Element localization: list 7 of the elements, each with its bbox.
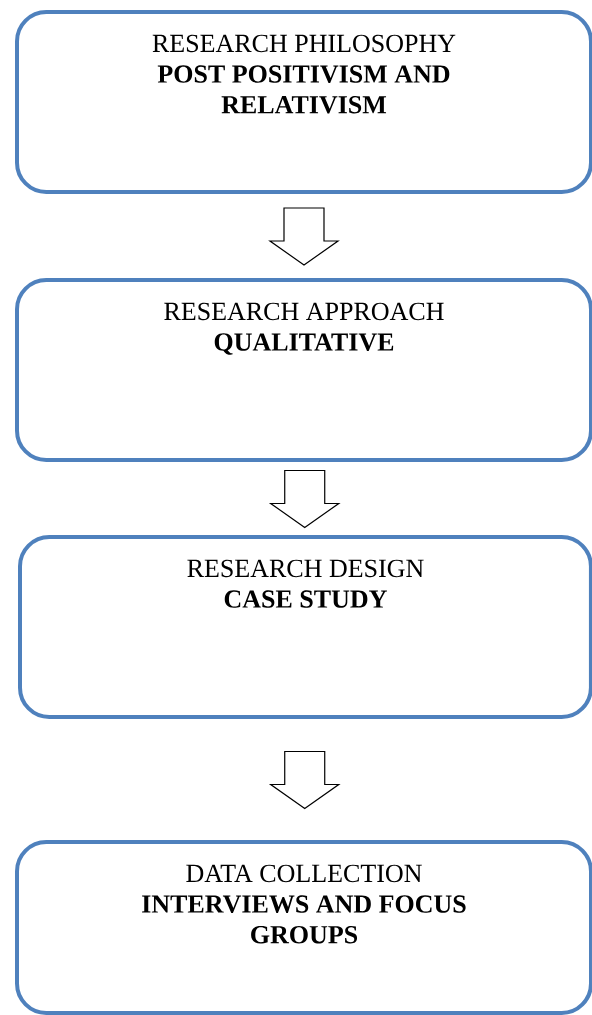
process-box: RESEARCH APPROACH QUALITATIVE bbox=[15, 278, 592, 462]
block-arrow bbox=[268, 207, 340, 266]
process-box: DATA COLLECTION INTERVIEWS AND FOCUS GROUPS bbox=[15, 840, 592, 1015]
block-arrow bbox=[268, 469, 341, 529]
block-arrow bbox=[268, 750, 341, 810]
process-box: RESEARCH DESIGN CASE STUDY bbox=[18, 535, 592, 719]
process-box: RESEARCH PHILOSOPHY POST POSITIVISM AND RELATIVISM bbox=[15, 10, 592, 194]
